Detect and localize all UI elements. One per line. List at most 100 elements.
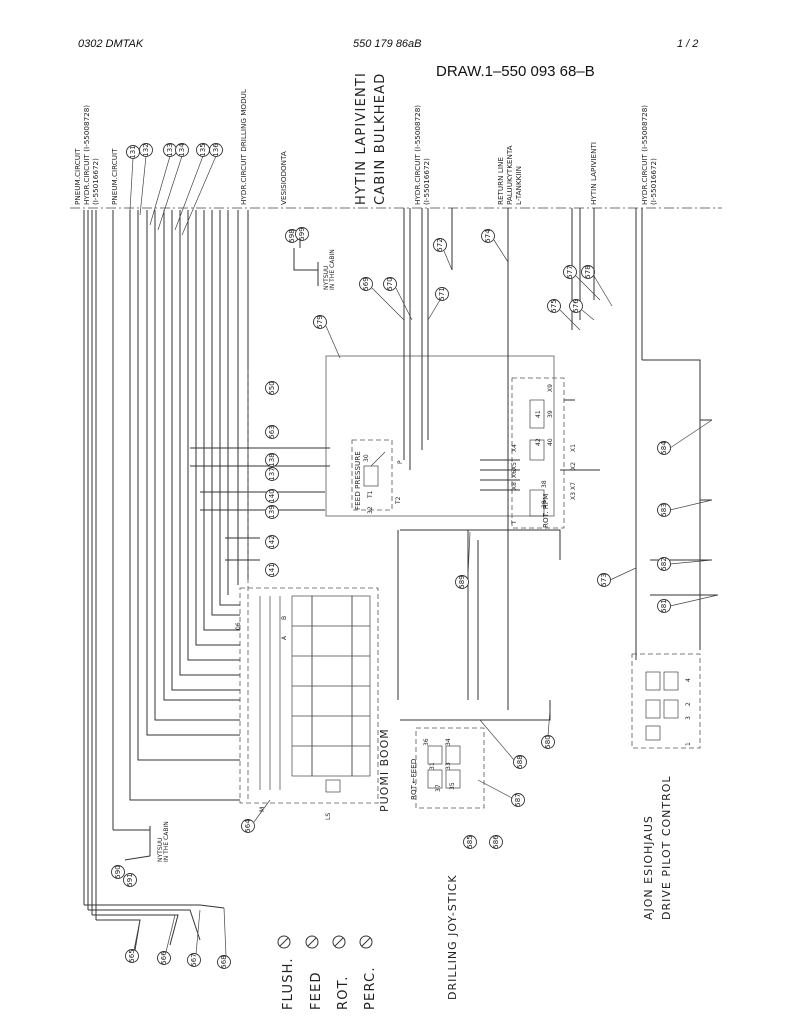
gauge-flush: FLUSH. <box>277 935 296 1010</box>
label-return-line: RETURN LINE <box>496 157 505 205</box>
label-hytin-lapivienti: HYTIN LAPIVIENTI <box>354 72 369 205</box>
callout-574: 574 <box>484 229 492 243</box>
rotation-valve-block: ROT. RPM <box>480 377 600 529</box>
label-hytin-lapivienti-2: HYTIN LAPIVIENTI <box>589 142 598 205</box>
callout-bubble: 574 <box>481 229 495 243</box>
label-puomi-boom: PUOMI BOOM <box>378 728 391 812</box>
callout-bubble: 142 <box>265 535 279 549</box>
callout-141: 141 <box>268 563 276 576</box>
callout-588: 588 <box>516 755 524 768</box>
callout-581: 581 <box>660 599 668 612</box>
port-36: 36 <box>423 738 430 746</box>
port-x7: X7 <box>570 482 577 490</box>
callout-565: 565 <box>128 949 136 962</box>
port-41: 41 <box>535 410 542 418</box>
gauge-label-feed: FEED <box>309 971 324 1010</box>
callout-584: 584 <box>660 441 668 455</box>
water-switch: NYTSUU IN THE CABIN <box>293 236 336 290</box>
callout-bubble: 138 <box>265 453 279 467</box>
callout-bubble: 588 <box>513 755 527 769</box>
label-hydr-circuit-1: HYDR.CIRCUIT (I-55008728) <box>82 105 91 205</box>
callout-bubble: 141 <box>265 563 279 577</box>
callout-138: 138 <box>268 453 276 466</box>
port-30: 30 <box>363 454 370 462</box>
port-t: T <box>511 520 518 525</box>
gauge-label-rot: ROT. <box>336 975 351 1010</box>
port-32: 32 <box>367 506 374 514</box>
port-a: A <box>281 635 288 640</box>
label-rot-rpm: ROT. RPM <box>541 494 550 528</box>
callout-bubble: 589 <box>455 575 469 589</box>
label-rot-feed: ROT.←FEED <box>409 758 418 800</box>
callout-bubble: 578 <box>581 265 595 279</box>
callout-137: 137 <box>268 467 276 480</box>
port-4: 4 <box>685 678 692 682</box>
drilling-module-lines <box>129 210 330 801</box>
gauge-rot: ROT. <box>332 935 351 1010</box>
callout-bubble: 584 <box>657 441 671 455</box>
callout-bubble: 568 <box>217 955 231 969</box>
callout-576: 576 <box>572 299 580 313</box>
drawing-number: DRAW.1–550 093 68–B <box>436 63 595 80</box>
callout-bubble: 134 <box>175 143 189 157</box>
label-hydr-circuit-3: HYDR.CIRCUIT (I-55008728) <box>640 105 649 205</box>
gauge-label-perc: PERC. <box>363 966 378 1010</box>
port-t1: T1 <box>367 490 374 499</box>
callout-bubble: 583 <box>657 503 671 517</box>
callout-564: 564 <box>244 819 252 833</box>
callout-577: 577 <box>566 265 574 278</box>
gauge-perc: PERC. <box>359 935 378 1010</box>
callout-bubble: 569 <box>359 277 373 291</box>
callout-bubble: 581 <box>657 599 671 613</box>
port-b: B <box>281 616 288 620</box>
callout-bubble: 564 <box>241 819 255 833</box>
callout-bubble: 563 <box>265 425 279 439</box>
port-39: 39 <box>547 410 554 418</box>
port-40: 40 <box>547 438 554 446</box>
callout-bubble: 582 <box>657 557 671 571</box>
port-1: 1 <box>685 742 692 746</box>
drive-pilot-control-block: AJON ESIOHJAUS DRIVE PILOT CONTROL <box>631 653 701 920</box>
port-x5: X5 <box>511 462 518 470</box>
callouts: 131 132 133 134 135 136 598 599 569 570 … <box>111 143 671 969</box>
label-hydr-circuit-2b: (I-55016672) <box>422 158 431 205</box>
port-37: 37 <box>435 784 442 792</box>
callout-573: 573 <box>600 573 608 586</box>
callout-bubble: 587 <box>511 793 525 807</box>
callout-583: 583 <box>660 503 668 516</box>
callout-136: 136 <box>212 143 220 157</box>
callout-bubble: 565 <box>125 949 139 963</box>
port-x1: X1 <box>570 444 577 452</box>
callout-bubble: 572 <box>433 238 447 252</box>
label-ajon-esiohjaus: AJON ESIOHJAUS <box>642 815 655 920</box>
label-l-tankkiin: L-TANKKIIN <box>514 166 523 205</box>
header-center-text: 550 179 86aB <box>353 38 422 50</box>
callout-bubble: 590 <box>111 865 125 879</box>
left-line-bundle <box>83 210 225 951</box>
callout-bubble: 136 <box>209 143 223 157</box>
port-42: 42 <box>535 438 542 446</box>
callout-566: 566 <box>160 951 168 965</box>
gauge-feed: FEED <box>305 935 324 1010</box>
cabin-switch-bottom: NYTSUU IN THE CABIN <box>124 821 170 862</box>
label-hydr-drilling-modul: HYDR.CIRCUIT DRILLING MODUL <box>239 89 248 205</box>
callout-bubble: 140 <box>265 489 279 503</box>
port-labels: X9 X1 X2 X3 X4 X5 X6 X7 X8 P T T1 T2 LS … <box>235 384 692 820</box>
callout-570: 570 <box>386 277 394 290</box>
callout-550: 550 <box>268 381 276 394</box>
port-06: 06 <box>235 622 242 630</box>
callout-133: 133 <box>166 143 174 156</box>
callout-leaders <box>129 155 719 957</box>
boom-valve-block: PUOMI BOOM <box>239 587 391 812</box>
callout-571: 571 <box>438 287 446 300</box>
callout-587: 587 <box>514 793 522 806</box>
joystick-block: ROT.←FEED DRILLING JOY-STICK <box>409 727 485 1000</box>
callout-bubble: 591 <box>123 873 137 887</box>
callout-572: 572 <box>436 238 444 251</box>
port-t2: T2 <box>395 496 402 505</box>
label-drilling-joystick: DRILLING JOY-STICK <box>446 874 459 1000</box>
callout-bubble: 139 <box>265 505 279 519</box>
callout-140: 140 <box>268 489 276 502</box>
top-labels: PNEUM.CIRCUIT HYDR.CIRCUIT (I-55008728) … <box>73 72 658 205</box>
